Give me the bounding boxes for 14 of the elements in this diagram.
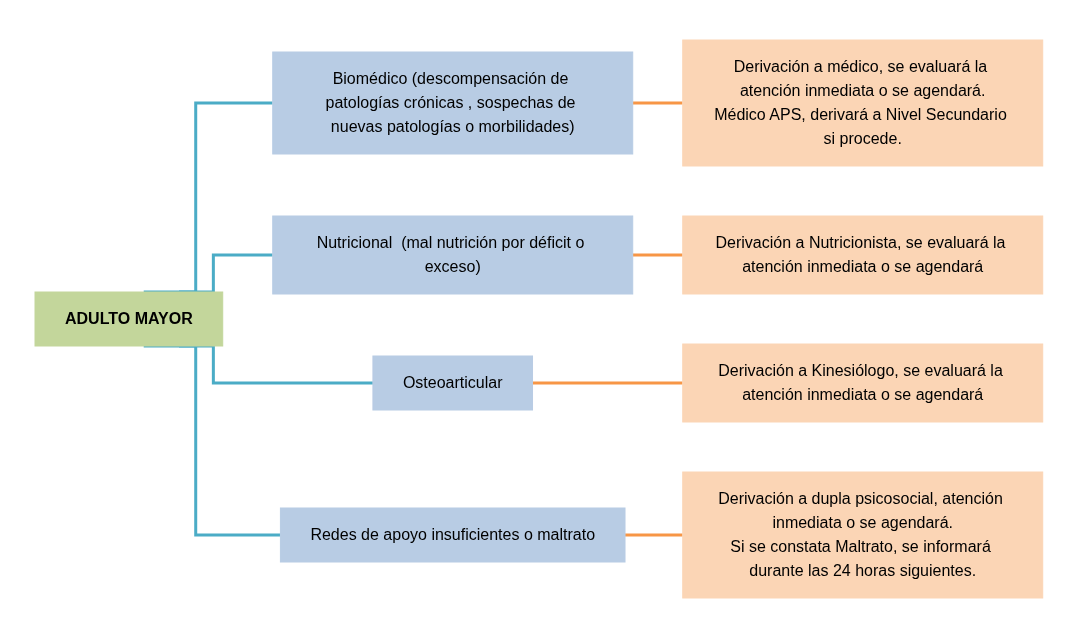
connector (632, 253, 683, 256)
connector (143, 344, 281, 536)
node-box: Derivación a Kinesiólogo, se evaluará la atención inmediata o se agendará (681, 343, 1043, 422)
node-box: Derivación a Nutricionista, se evaluará la atención inmediata o se agendará (681, 215, 1043, 294)
node-box: Redes de apoyo insuficientes o maltrato (279, 507, 626, 562)
node-box: Derivación a médico, se evaluará la atención inmediata o se agendará. Médico APS, derivará a Nivel Secundario si procede. (681, 39, 1043, 166)
node-box: Osteoarticular (372, 355, 533, 410)
node-box: ADULTO MAYOR (34, 291, 223, 346)
node-box: Biomédico (descompensación de patologías crónicas , sospechas de nuevas patologías o morbilidades) (271, 51, 633, 154)
connector (624, 533, 683, 536)
node-box: Derivación a dupla psicosocial, atención inmediata o se agendará. Si se constata Maltrato, se informará durante las 24 horas siguientes. (681, 471, 1043, 598)
connector (632, 101, 683, 104)
node-box: Nutricional (mal nutrición por déficit o exceso) (271, 215, 633, 294)
connector (532, 381, 683, 384)
